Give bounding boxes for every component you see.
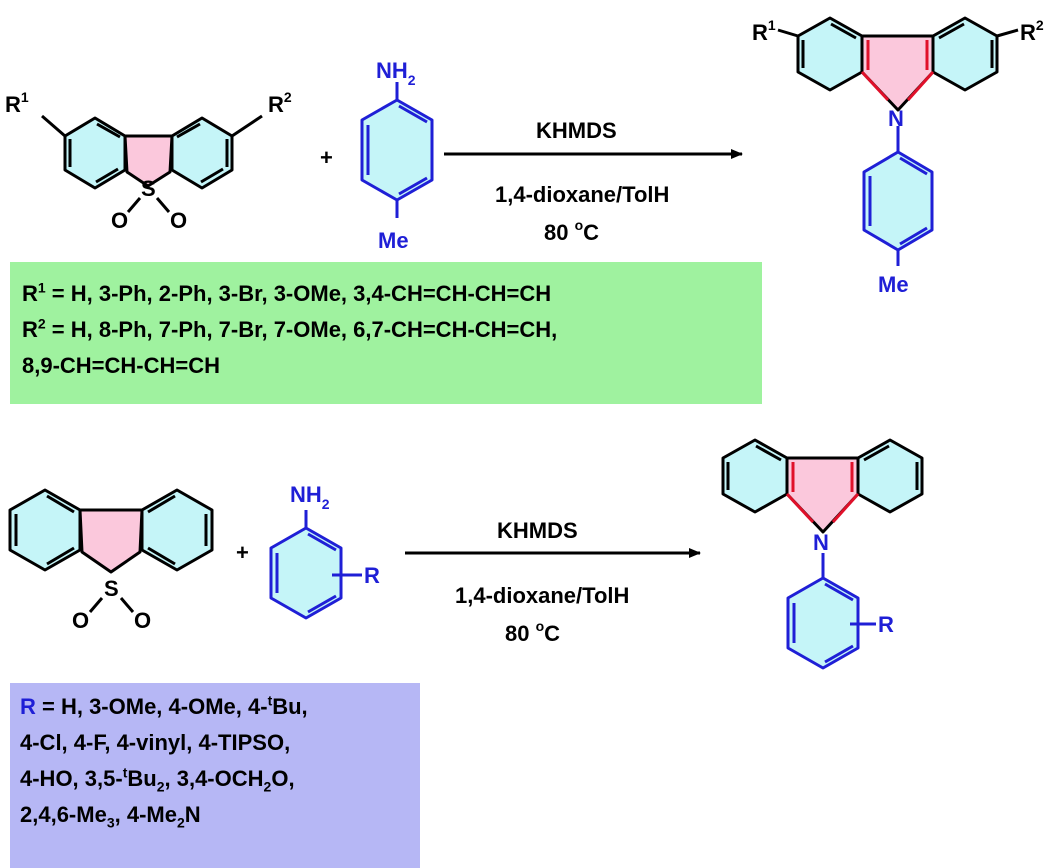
right-benzene-ring [856, 438, 924, 514]
plus-sign: + [236, 540, 249, 565]
aryl-ring [786, 576, 860, 670]
temperature-label: 80 oC [505, 618, 560, 646]
sulfur-atom-label: S [104, 576, 119, 601]
pyrrole-ring [860, 34, 935, 112]
r1-scope-line: R1 = H, 3-Ph, 2-Ph, 3-Br, 3-OMe, 3,4-CH=… [22, 279, 552, 306]
substituted-aniline [269, 510, 362, 620]
oxygen-atom-label: O [72, 608, 89, 633]
toluidine-ring [360, 98, 434, 202]
nitrogen-atom-label: N [813, 530, 829, 555]
r-scope-line-1: R = H, 3-OMe, 4-OMe, 4-tBu, [20, 692, 308, 719]
carbazole-product-2 [721, 438, 924, 670]
right-benzene-ring [931, 16, 999, 92]
oxygen-atom-label: O [170, 208, 187, 233]
substituent-r2-label: R2 [268, 89, 292, 117]
sulfur-atom-label: S [141, 176, 156, 201]
substituent-scope-box-2: R = H, 3-OMe, 4-OMe, 4-tBu, 4-Cl, 4-F, 4… [10, 683, 420, 868]
oxygen-atom-label: O [134, 608, 151, 633]
plus-sign: + [320, 145, 333, 170]
substituent-scope-box-1: R1 = H, 3-Ph, 2-Ph, 3-Br, 3-OMe, 3,4-CH=… [10, 262, 762, 404]
product-r1-label: R1 [752, 17, 776, 45]
thiophene-ring [78, 508, 144, 574]
product-methyl-label: Me [878, 272, 909, 297]
nitrogen-atom-label: N [888, 106, 904, 131]
r-scope-line-4: 2,4,6-Me3, 4-Me2N [20, 802, 201, 831]
left-benzene-ring [796, 16, 864, 92]
r-scope-line-2: 4-Cl, 4-F, 4-vinyl, 4-TIPSO, [20, 730, 291, 755]
reagent-label: KHMDS [497, 518, 578, 543]
carbazole-product-1 [777, 16, 1019, 266]
amine-label: NH2 [290, 482, 330, 512]
r-group-label: R [364, 563, 380, 588]
left-benzene-ring [8, 488, 82, 572]
product-r-label: R [878, 612, 894, 637]
right-benzene-ring [140, 488, 214, 572]
r2-scope-line: R2 = H, 8-Ph, 7-Ph, 7-Br, 7-OMe, 6,7-CH=… [22, 315, 558, 342]
left-benzene-ring [63, 116, 127, 190]
substituent-r1-label: R1 [5, 89, 29, 117]
oxygen-atom-label: O [111, 208, 128, 233]
tolyl-ring [862, 150, 934, 252]
methyl-label: Me [378, 228, 409, 253]
p-toluidine [360, 82, 434, 218]
r2-scope-line-continued: 8,9-CH=CH-CH=CH [22, 353, 221, 378]
right-benzene-ring [170, 116, 234, 190]
pyrrole-ring [785, 456, 860, 534]
temperature-label: 80 oC [544, 217, 599, 245]
amine-label: NH2 [376, 58, 416, 88]
dibenzothiophene-dioxide-1 [41, 114, 263, 213]
r-scope-line-3: 4-HO, 3,5-tBu2, 3,4-OCH2O, [20, 764, 295, 795]
left-benzene-ring [721, 438, 789, 514]
dibenzothiophene-dioxide-2 [8, 488, 214, 613]
solvent-label: 1,4-dioxane/TolH [455, 583, 629, 608]
aniline-ring [269, 526, 343, 620]
solvent-label: 1,4-dioxane/TolH [495, 182, 669, 207]
product-r2-label: R2 [1020, 17, 1044, 45]
reagent-label: KHMDS [536, 118, 617, 143]
thiophene-ring [123, 134, 174, 188]
